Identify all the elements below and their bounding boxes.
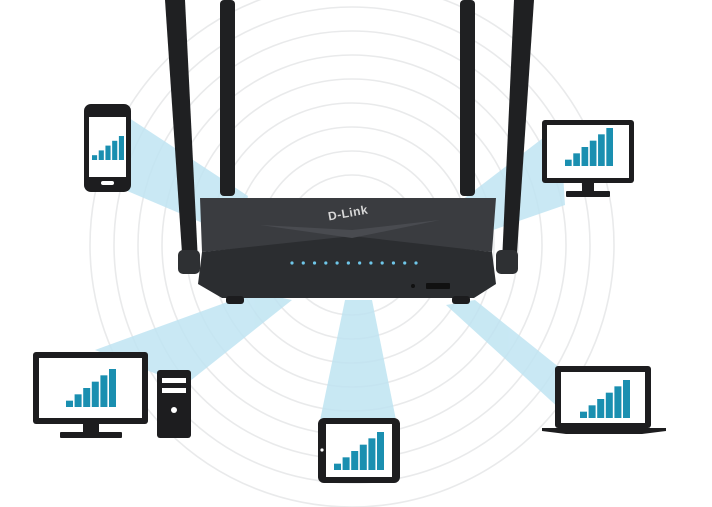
status-led [358, 261, 362, 265]
signal-bars-icon [565, 128, 613, 166]
signal-bar [588, 405, 596, 418]
signal-bars-icon [334, 432, 384, 470]
laptop [542, 366, 666, 434]
drive-bay [162, 378, 186, 383]
status-led [391, 261, 396, 265]
router-antennas [165, 0, 534, 268]
status-led [369, 261, 373, 265]
power-button [171, 407, 177, 413]
router-top [200, 198, 496, 252]
signal-bar [118, 136, 124, 160]
signal-bar [105, 145, 111, 160]
router [198, 198, 496, 304]
status-leds [290, 261, 418, 265]
desktop-pc [33, 352, 191, 438]
antenna [460, 0, 475, 196]
status-led [414, 261, 418, 265]
signal-bar [598, 134, 605, 166]
antenna-hinge [496, 250, 518, 274]
tablet-button [320, 448, 324, 452]
signal-bar [606, 128, 613, 166]
monitor-screen [39, 358, 142, 418]
signal-bar [623, 380, 630, 418]
router-foot [226, 296, 244, 304]
pc-tower [157, 370, 191, 438]
signal-bars-icon [580, 380, 630, 418]
status-led [301, 261, 305, 265]
antenna [220, 0, 235, 196]
tablet [318, 418, 400, 483]
status-led [312, 261, 317, 265]
signal-bar [112, 140, 118, 160]
signal-bar [614, 386, 622, 418]
router-ridge [260, 220, 440, 238]
signal-bar [66, 400, 73, 407]
monitor-neck [83, 424, 99, 432]
router-foot [452, 296, 470, 304]
antenna [165, 0, 198, 268]
signal-bar [92, 155, 98, 160]
signal-bar [109, 369, 116, 407]
signal-bar [83, 388, 91, 407]
beam-laptop [446, 300, 572, 420]
signal-bar [368, 438, 376, 470]
signal-bar [580, 411, 587, 418]
led [411, 284, 415, 288]
signal-bar [581, 147, 589, 166]
status-led [290, 261, 294, 265]
status-led [380, 261, 384, 265]
signal-bar [334, 463, 341, 470]
signal-bar [573, 153, 580, 166]
smartphone [84, 104, 131, 192]
status-led [335, 261, 339, 265]
beam-tablet [318, 300, 398, 430]
signal-bar [91, 381, 99, 407]
smartphone-button [101, 181, 114, 185]
desktop-monitor [542, 120, 634, 197]
signal-bar [74, 394, 82, 407]
drive-bay [162, 388, 186, 393]
monitor-neck [582, 183, 594, 191]
signal-bar [351, 451, 359, 470]
signal-bars-icon [92, 136, 124, 160]
signal-bar [100, 375, 108, 407]
status-led [346, 261, 350, 265]
router-front [198, 236, 496, 298]
status-led [324, 261, 328, 265]
monitor-base [60, 432, 122, 438]
signal-bar [98, 150, 104, 160]
signal-ring [89, 0, 615, 507]
signal-bar [565, 159, 572, 166]
antenna [502, 0, 534, 268]
signal-bars-icon [66, 369, 116, 407]
usb-port [426, 283, 450, 289]
antenna-hinge [178, 250, 200, 274]
laptop-base [542, 428, 666, 434]
monitor-base [566, 191, 610, 197]
status-led [403, 261, 407, 265]
signal-bar [605, 392, 613, 418]
signal-bar [589, 140, 597, 166]
signal-bar [342, 457, 350, 470]
signal-bar [359, 444, 367, 470]
signal-bar [597, 399, 605, 418]
signal-bar [377, 432, 384, 470]
